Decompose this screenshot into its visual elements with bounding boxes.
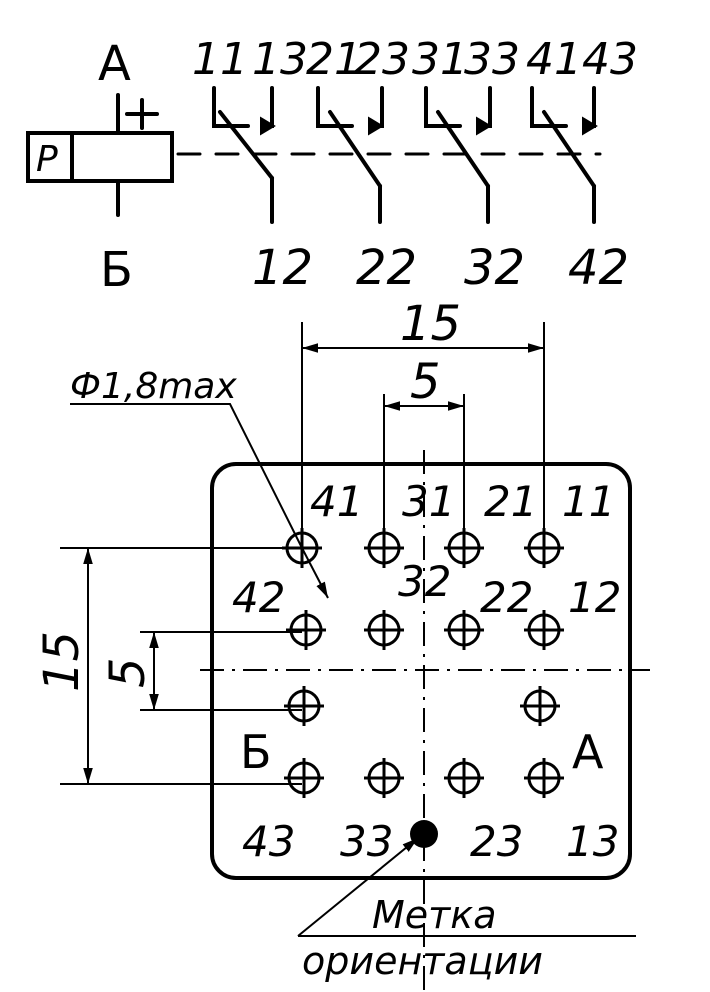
- contact-label-43: 43: [582, 34, 638, 85]
- terminal-a-label: А: [98, 36, 131, 92]
- pin-label-coil-b: Б: [240, 725, 272, 779]
- pin-label-43: 43: [242, 817, 295, 866]
- pin-41: [282, 528, 322, 568]
- pin-label-11: 11: [562, 477, 615, 526]
- pin-label-33: 33: [340, 817, 393, 866]
- contact-group-3: [424, 86, 492, 224]
- contact-group-4: [530, 86, 598, 224]
- pin-coil-a: [520, 686, 560, 726]
- pin-label-22: 22: [480, 573, 533, 622]
- pin-holes: [282, 528, 564, 798]
- pin-coil-b: [284, 686, 324, 726]
- pin-23: [444, 758, 484, 798]
- pin-43: [284, 758, 324, 798]
- pin-label-32: 32: [398, 557, 451, 606]
- pin-42: [286, 610, 326, 650]
- pin-31: [364, 528, 404, 568]
- coil-label: Р: [36, 139, 58, 180]
- hole-diameter-leader-tail: [301, 547, 329, 599]
- contact-label-42: 42: [568, 240, 629, 296]
- marker-label-line1: Метка: [372, 893, 497, 937]
- contact-label-12: 12: [252, 240, 313, 296]
- pin-21: [444, 528, 484, 568]
- pin-label-41: 41: [310, 477, 363, 526]
- dim-label-5-vertical: 5: [100, 657, 156, 688]
- terminal-b-label: Б: [100, 242, 133, 298]
- pin-label-12: 12: [568, 573, 621, 622]
- contact-label-23: 23: [354, 34, 410, 85]
- footprint-labels: 15 5 15 5 Ф1,8max 41 31 21 11 42 32 22 1…: [34, 296, 621, 983]
- pin-label-42: 42: [232, 573, 285, 622]
- pin-label-23: 23: [470, 817, 523, 866]
- pin-label-coil-a: А: [572, 725, 604, 779]
- pin-11: [524, 528, 564, 568]
- contact-label-13: 13: [252, 34, 308, 85]
- pin-12: [524, 610, 564, 650]
- schematic-labels: Р А Б 11 13 12 21 23 22 31 33 32 41 43 4…: [36, 34, 638, 298]
- marker-leader: [297, 837, 419, 937]
- contact-label-21: 21: [306, 34, 362, 85]
- pin-22: [444, 610, 484, 650]
- pin-32: [364, 610, 404, 650]
- contact-group-2: [316, 86, 384, 224]
- contact-label-11: 11: [192, 34, 248, 85]
- pin-label-31: 31: [402, 477, 455, 526]
- pin-13: [524, 758, 564, 798]
- dim-label-15-vertical: 15: [34, 631, 90, 692]
- contact-label-32: 32: [464, 240, 525, 296]
- hole-diameter-leader: [70, 403, 303, 549]
- dim-label-15-horizontal: 15: [400, 296, 461, 352]
- pin-label-21: 21: [484, 477, 537, 526]
- relay-schematic: [26, 86, 602, 224]
- marker-label-line2: ориентации: [302, 939, 543, 983]
- orientation-marker-dot: [410, 820, 438, 848]
- hole-diameter-note: Ф1,8max: [70, 366, 237, 407]
- contact-label-31: 31: [412, 34, 468, 85]
- pin-33: [364, 758, 404, 798]
- contact-label-33: 33: [464, 34, 520, 85]
- contact-label-22: 22: [356, 240, 417, 296]
- pin-label-13: 13: [566, 817, 619, 866]
- coil-box: [26, 131, 174, 183]
- footprint-drawing: [60, 322, 650, 992]
- contact-group-1: [212, 86, 276, 224]
- dim-label-5-horizontal: 5: [410, 354, 441, 410]
- contact-label-41: 41: [526, 34, 582, 85]
